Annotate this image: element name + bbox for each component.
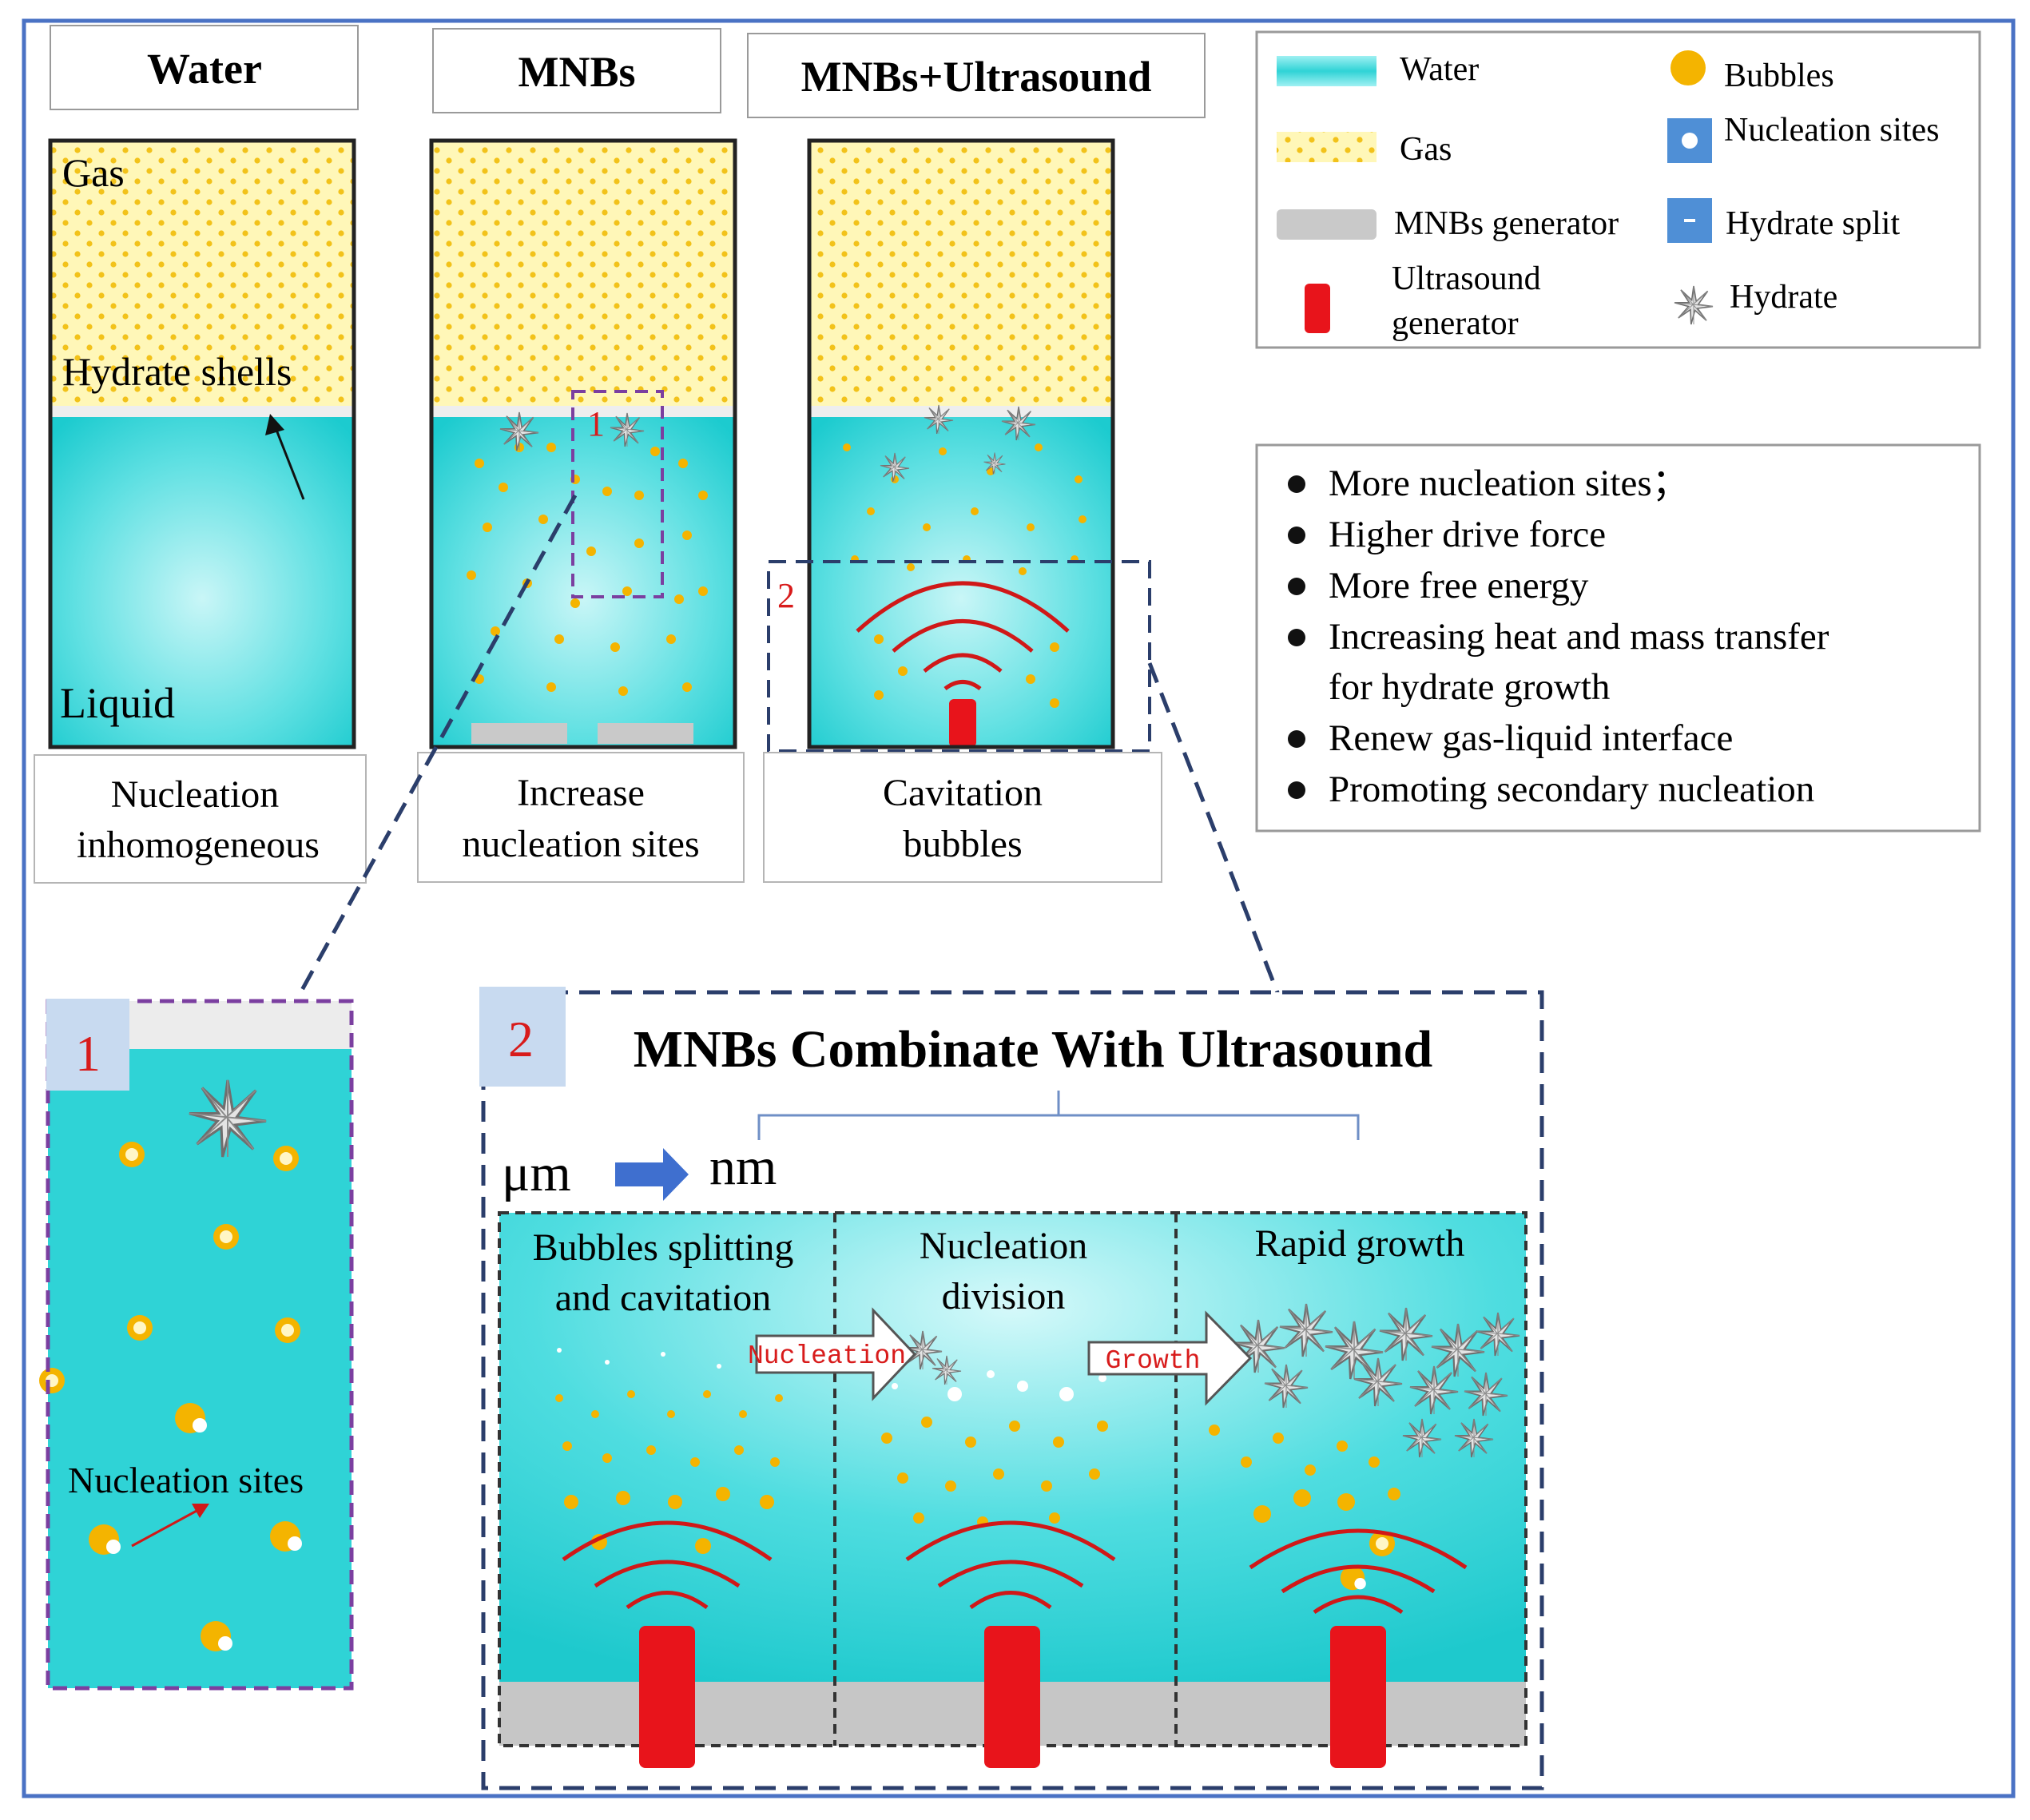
hydrate-shells-label: Hydrate shells xyxy=(62,349,292,394)
benefit-item: Increasing heat and mass transfer xyxy=(1329,616,1829,658)
svg-text:1: 1 xyxy=(75,1025,101,1082)
benefit-item: More free energy xyxy=(1329,565,1589,606)
zoom-region-1 xyxy=(571,390,664,598)
svg-text:generator: generator xyxy=(1392,305,1519,342)
ultrasound-generator-icon xyxy=(639,1626,695,1768)
zoom-region-2 xyxy=(767,560,1151,753)
svg-text:Water: Water xyxy=(147,45,262,93)
inset-2-badge xyxy=(479,987,566,1087)
svg-text:Hydrate split: Hydrate split xyxy=(1726,205,1900,242)
benefit-item: Higher drive force xyxy=(1329,514,1606,555)
scale-to-label: nm xyxy=(709,1138,777,1196)
benefit-item: Renew gas-liquid interface xyxy=(1329,717,1733,759)
svg-text:MNBs generator: MNBs generator xyxy=(1394,205,1619,242)
gas-swatch xyxy=(1277,132,1377,162)
ultrasound-generator-icon xyxy=(1305,284,1330,333)
ultrasound-waves xyxy=(856,581,1070,691)
stage-1-label: Bubbles splitting xyxy=(533,1226,794,1269)
column-title-mnbs: MNBs xyxy=(432,28,721,113)
inset-1: Nucleation sites 1 xyxy=(39,999,354,1691)
svg-text:Increase: Increase xyxy=(517,772,645,814)
tank-water: Gas Hydrate shells Liquid xyxy=(48,138,356,749)
svg-text:division: division xyxy=(942,1275,1066,1317)
zoom-connectors xyxy=(295,494,1281,1000)
stage-2-label: Nucleation xyxy=(920,1225,1088,1267)
svg-text:inhomogeneous: inhomogeneous xyxy=(77,824,320,866)
svg-text:Nucleation: Nucleation xyxy=(111,773,280,816)
generator-swatch xyxy=(1277,209,1377,240)
tank-mnbs: 1 xyxy=(429,138,737,749)
tank-mnbs-ultrasound: 2 xyxy=(767,138,1151,753)
benefit-item: More nucleation sites； xyxy=(1329,463,1690,504)
svg-text:bubbles: bubbles xyxy=(903,823,1022,865)
svg-text:Hydrate: Hydrate xyxy=(1730,279,1837,316)
arrow-right-icon xyxy=(615,1148,689,1201)
bubble-icon xyxy=(213,1224,239,1250)
mnbs-generator-right xyxy=(598,723,693,744)
svg-text:Gas: Gas xyxy=(1400,131,1452,168)
caption-water: Nucleation inhomogeneous xyxy=(34,754,367,884)
hydrate-split-icon xyxy=(1667,198,1712,243)
svg-text:Nucleation sites: Nucleation sites xyxy=(1724,112,1939,149)
ultrasound-generator-icon xyxy=(984,1626,1040,1768)
svg-text:Ultrasound: Ultrasound xyxy=(1392,260,1541,297)
gas-label: Gas xyxy=(62,150,125,195)
svg-text:2: 2 xyxy=(508,1011,534,1067)
zoom-marker-1: 1 xyxy=(587,404,605,443)
svg-text:nucleation sites: nucleation sites xyxy=(462,823,699,865)
inset-2-title: MNBs Combinate With Ultrasound xyxy=(634,1020,1433,1079)
inset-2: 2 MNBs Combinate With Ultrasound μm nm B… xyxy=(479,987,1544,1790)
bracket xyxy=(757,1091,1360,1140)
svg-text:Water: Water xyxy=(1400,51,1479,88)
ultrasound-generator-icon xyxy=(1330,1626,1386,1768)
svg-text:Bubbles: Bubbles xyxy=(1724,58,1834,94)
bubble-icon xyxy=(273,1146,299,1171)
legend: Water Gas MNBs generator Ultrasound gene… xyxy=(1255,30,1981,349)
water-swatch xyxy=(1277,56,1377,86)
caption-mnbs: Increase nucleation sites xyxy=(417,752,745,883)
nucleation-sites-label: Nucleation sites xyxy=(68,1460,304,1500)
svg-text:MNBs: MNBs xyxy=(518,48,636,96)
bubble-icon xyxy=(39,1368,65,1393)
inset-1-badge xyxy=(46,999,129,1091)
svg-text:Growth: Growth xyxy=(1106,1346,1201,1376)
column-title-mnbs-ultrasound: MNBs+Ultrasound xyxy=(747,33,1206,118)
shell-pointer-arrow xyxy=(273,425,305,500)
liquid-label: Liquid xyxy=(60,679,175,727)
growth-arrow: Growth xyxy=(1087,1310,1253,1406)
caption-mnbs-ultrasound: Cavitation bubbles xyxy=(763,752,1162,883)
zoom-marker-2: 2 xyxy=(777,576,795,615)
benefit-item: Promoting secondary nucleation xyxy=(1329,769,1814,810)
bubble-icon xyxy=(119,1142,145,1167)
bubble-icon xyxy=(127,1315,153,1341)
column-title-water: Water xyxy=(50,25,359,110)
scale-from-label: μm xyxy=(502,1144,571,1202)
ultrasound-waves xyxy=(562,1520,1468,1615)
benefits-box: More nucleation sites； Higher drive forc… xyxy=(1255,443,1981,833)
svg-text:and cavitation: and cavitation xyxy=(555,1277,772,1319)
svg-text:Nucleation: Nucleation xyxy=(748,1341,906,1371)
bubble-icon xyxy=(275,1317,300,1343)
stage-3-label: Rapid growth xyxy=(1255,1222,1465,1265)
mnbs-generator-left xyxy=(471,723,567,744)
nucleation-arrow: Nucleation xyxy=(748,1307,917,1401)
ultrasound-generator-icon xyxy=(949,699,976,747)
nucleation-site-icon xyxy=(1667,118,1712,163)
benefit-item: for hydrate growth xyxy=(1329,666,1610,708)
bubble-icon xyxy=(1670,50,1706,85)
svg-text:Cavitation: Cavitation xyxy=(883,772,1043,814)
svg-text:MNBs+Ultrasound: MNBs+Ultrasound xyxy=(801,53,1152,101)
